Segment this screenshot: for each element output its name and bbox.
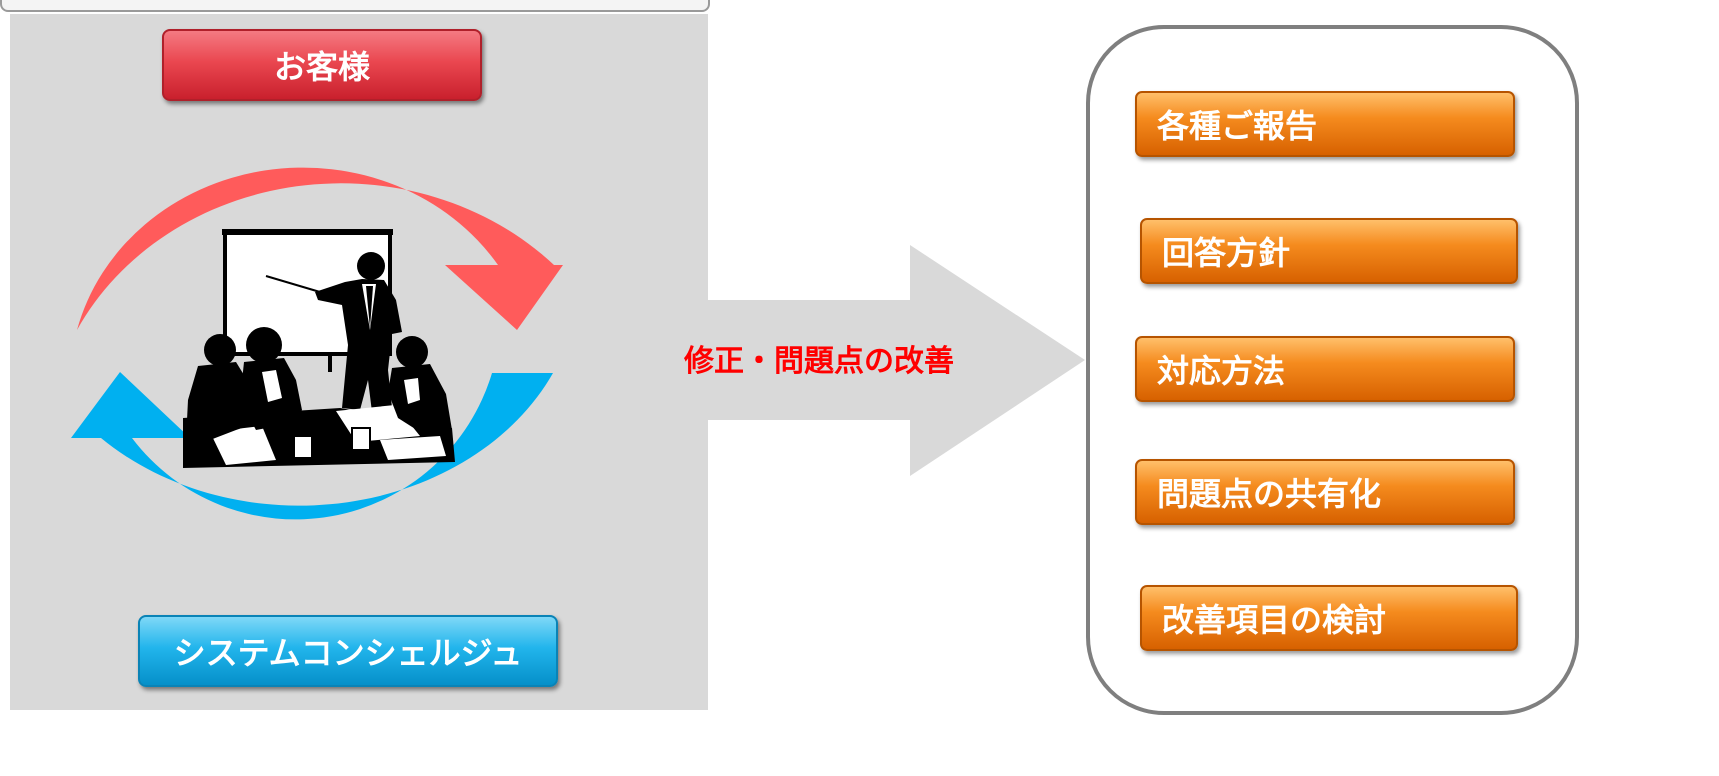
improvement-arrow-label: 修正・問題点の改善 — [684, 344, 954, 379]
system-concierge-label: システムコンシェルジュ — [138, 615, 558, 687]
handling-method-item: 対応方法 — [1135, 336, 1515, 402]
improvement-arrow-shape — [708, 245, 1085, 476]
red-cycle-arrow — [77, 167, 563, 330]
improvement-review-item: 改善項目の検討 — [1140, 585, 1518, 651]
report-item: 各種ご報告 — [1135, 91, 1515, 157]
customer-label: お客様 — [162, 29, 482, 101]
cycle-diagram — [71, 167, 563, 520]
issue-sharing-item: 問題点の共有化 — [1135, 459, 1515, 525]
top-frame-edge — [0, 0, 710, 12]
blue-cycle-arrow — [71, 372, 553, 520]
meeting-illustration — [183, 229, 455, 468]
response-policy-item: 回答方針 — [1140, 218, 1518, 284]
